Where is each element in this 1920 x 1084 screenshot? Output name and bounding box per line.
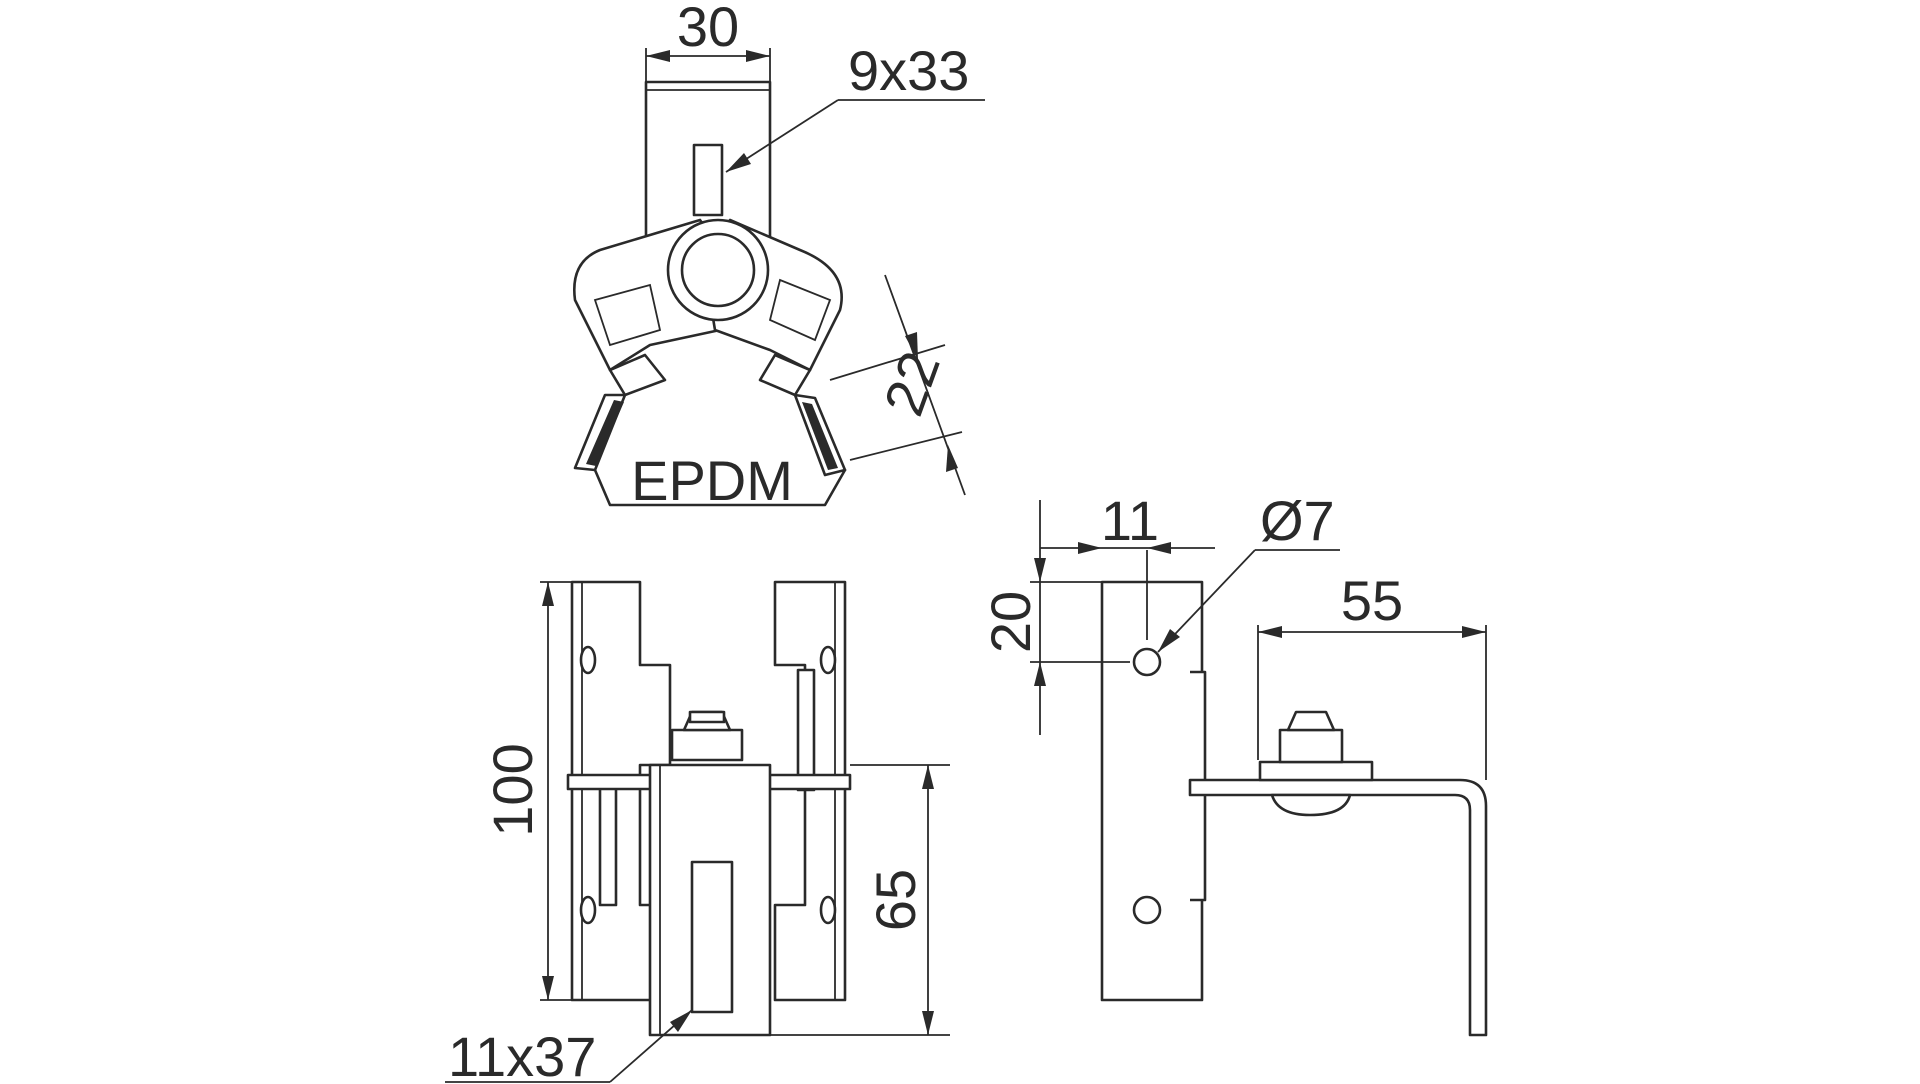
front-view-height-dim: 100 — [481, 743, 544, 836]
front-view-slot-dim: 11x37 — [448, 1025, 596, 1084]
front-view-left-rail — [570, 580, 672, 1002]
top-view-width-dim: 30 — [677, 0, 739, 58]
side-view-plate — [1100, 580, 1204, 1002]
side-view-arm — [1188, 778, 1488, 1037]
side-view-nut — [1278, 728, 1344, 764]
side-view-hole-height-dim: 20 — [979, 591, 1042, 653]
front-view-nut — [670, 728, 744, 762]
side-view: 11 Ø7 20 55 — [979, 489, 1488, 1037]
top-view-material-label: EPDM — [631, 449, 793, 512]
front-view-lower-dim: 65 — [864, 869, 927, 931]
front-view-slot — [690, 860, 734, 1014]
top-view-slot-dim: 9x33 — [848, 39, 969, 102]
side-view-hole-offset-dim: 11 — [1101, 489, 1159, 552]
side-view-hole-diameter-dim: Ø7 — [1260, 489, 1335, 552]
top-view-bolt — [680, 232, 756, 308]
front-view: 100 65 11x37 — [445, 580, 950, 1084]
side-view-hole — [1132, 647, 1162, 677]
top-view-slot — [692, 143, 724, 217]
top-view-height-dim: 22 — [871, 343, 952, 423]
side-view-arm-length-dim: 55 — [1341, 569, 1403, 632]
top-view: 30 9x33 22 EPDM — [573, 0, 985, 512]
